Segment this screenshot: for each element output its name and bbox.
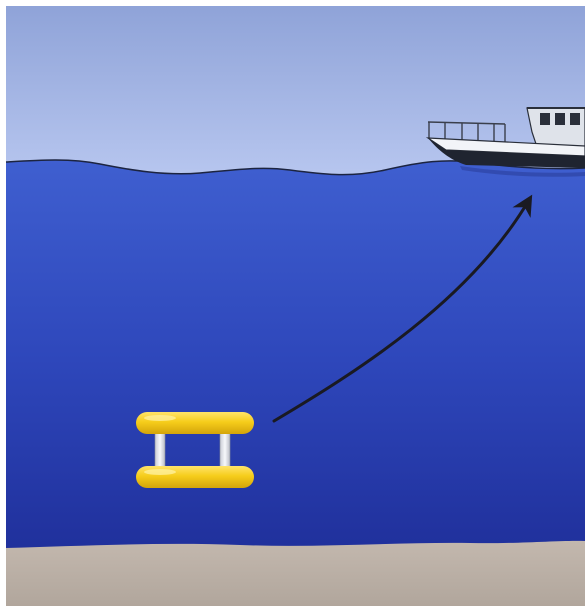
device-strut-left — [155, 430, 165, 472]
seafloor — [6, 541, 585, 606]
ocean — [6, 160, 585, 560]
device-strut-right — [220, 430, 230, 472]
